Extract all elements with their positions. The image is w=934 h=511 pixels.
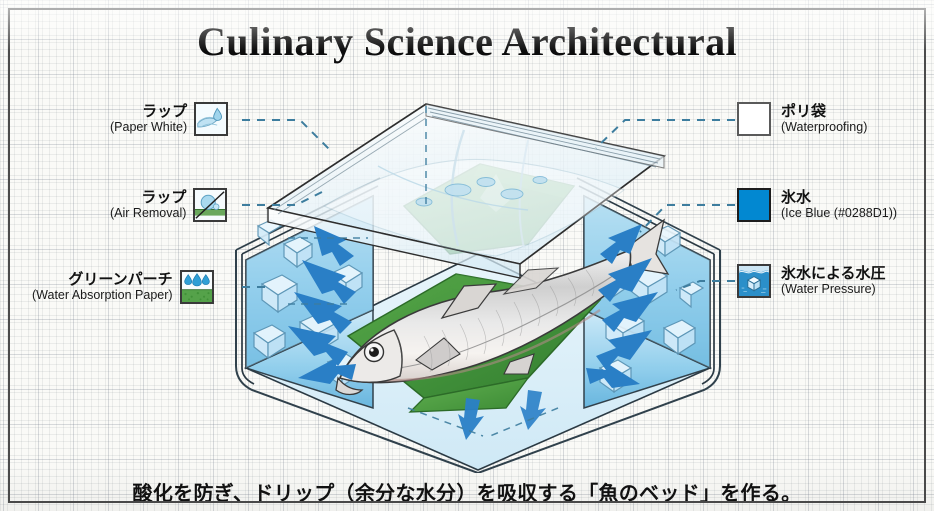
legend-label-jp: グリーンパーチ bbox=[68, 270, 173, 288]
white-square-swatch-icon bbox=[737, 102, 771, 136]
legend-item-water-absorption-paper[interactable]: グリーンパーチ (Water Absorption Paper) bbox=[32, 270, 214, 304]
blue-square-swatch-icon bbox=[737, 188, 771, 222]
wrap-with-droplet-icon bbox=[194, 102, 229, 136]
droplets-on-green-paper-icon bbox=[179, 270, 214, 304]
legend-label-en: (Water Pressure) bbox=[781, 282, 876, 297]
legend-item-paper-white[interactable]: ラップ (Paper White) bbox=[110, 102, 229, 136]
legend-item-waterproofing[interactable]: ポリ袋 (Waterproofing) bbox=[737, 102, 867, 136]
bubble-struck-through-icon bbox=[193, 188, 228, 222]
legend-label-en: (Air Removal) bbox=[110, 206, 187, 221]
legend-label-jp: ラップ bbox=[142, 102, 188, 120]
fish-ice-water-illustration bbox=[228, 78, 728, 473]
legend-label-en: (Ice Blue (#0288D1)) bbox=[781, 206, 898, 221]
legend-label-jp: 氷水による水圧 bbox=[781, 264, 886, 282]
legend-item-air-removal[interactable]: ラップ (Air Removal) bbox=[110, 188, 228, 222]
bottom-caption: 酸化を防ぎ、ドリップ（余分な水分）を吸収する「魚のベッド」を作る。 bbox=[132, 483, 802, 505]
legend-item-ice-blue[interactable]: 氷水 (Ice Blue (#0288D1)) bbox=[737, 188, 897, 222]
legend-label-en: (Waterproofing) bbox=[781, 120, 868, 135]
page-title: Culinary Science Architectural bbox=[196, 19, 738, 64]
legend-label-jp: ラップ bbox=[141, 188, 187, 206]
legend-label-jp: 氷水 bbox=[781, 188, 812, 206]
legend-label-jp: ポリ袋 bbox=[781, 102, 827, 120]
legend-label-en: (Water Absorption Paper) bbox=[32, 288, 173, 303]
legend-item-water-pressure[interactable]: 氷水による水圧 (Water Pressure) bbox=[737, 264, 886, 298]
ice-cube-in-water-icon bbox=[737, 264, 771, 298]
legend-label-en: (Paper White) bbox=[110, 120, 188, 135]
